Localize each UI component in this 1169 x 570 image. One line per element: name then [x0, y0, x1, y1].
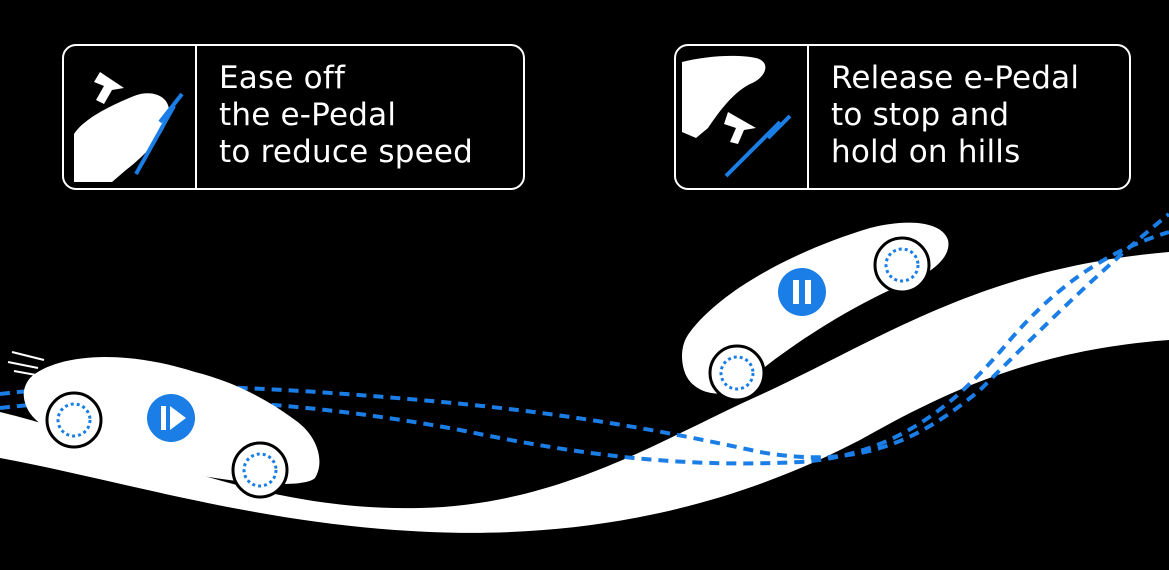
callout-line: hold on hills	[831, 134, 1021, 170]
dashed-trajectory-lines	[0, 212, 1169, 466]
road	[0, 252, 1169, 533]
callout-release: Release e-Pedal to stop and hold on hill…	[674, 44, 1131, 190]
car-descending	[7, 351, 320, 499]
front-wheel	[231, 441, 289, 499]
rear-wheel-2	[708, 344, 766, 402]
foot-released-pedal-arrow-icon	[676, 46, 807, 188]
callout-divider	[807, 46, 809, 188]
rear-wheel	[45, 391, 103, 449]
callout-line: to stop and	[831, 97, 1010, 133]
callout-line: Release e-Pedal	[831, 60, 1080, 96]
callout-line: Ease off	[219, 60, 346, 96]
foot-pressing-pedal-lift-arrow-icon	[64, 46, 195, 188]
play-pause-icon	[147, 394, 195, 442]
callout-ease-off: Ease off the e-Pedal to reduce speed	[62, 44, 525, 190]
pause-icon	[778, 268, 826, 316]
front-wheel-2	[873, 236, 931, 294]
car-stopped-on-hill	[682, 222, 949, 402]
callout-line: to reduce speed	[219, 134, 474, 170]
callout-text: Release e-Pedal to stop and hold on hill…	[831, 60, 1079, 171]
callout-text: Ease off the e-Pedal to reduce speed	[219, 60, 473, 171]
callout-divider	[195, 46, 197, 188]
callout-line: the e-Pedal	[219, 97, 397, 133]
speed-lines	[7, 351, 45, 376]
